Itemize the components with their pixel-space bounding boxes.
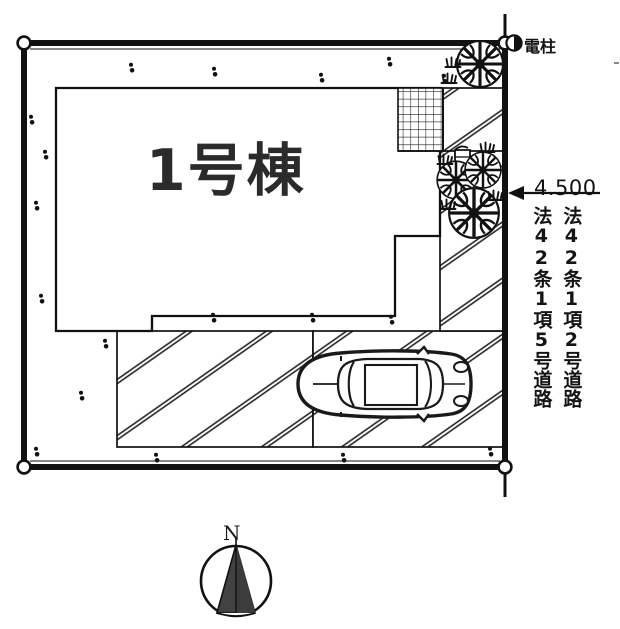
car-icon (296, 345, 473, 423)
compass-north-label: N (223, 521, 241, 545)
road-width-dimension (508, 186, 600, 200)
site-boundary (21, 40, 508, 470)
utility-pole-label: 電柱 (524, 37, 557, 56)
compass-rose (199, 537, 273, 618)
terrace-tile-grid (397, 87, 444, 152)
road-label-left: 法42条1項5号道路 (530, 206, 553, 408)
road-label-right: 法42条1項2号道路 (560, 206, 583, 408)
road-width-label: 4.500 (534, 176, 597, 200)
building-label: 1号棟 (146, 138, 306, 204)
building-outline (54, 86, 442, 333)
utility-pole-icon (505, 34, 523, 52)
